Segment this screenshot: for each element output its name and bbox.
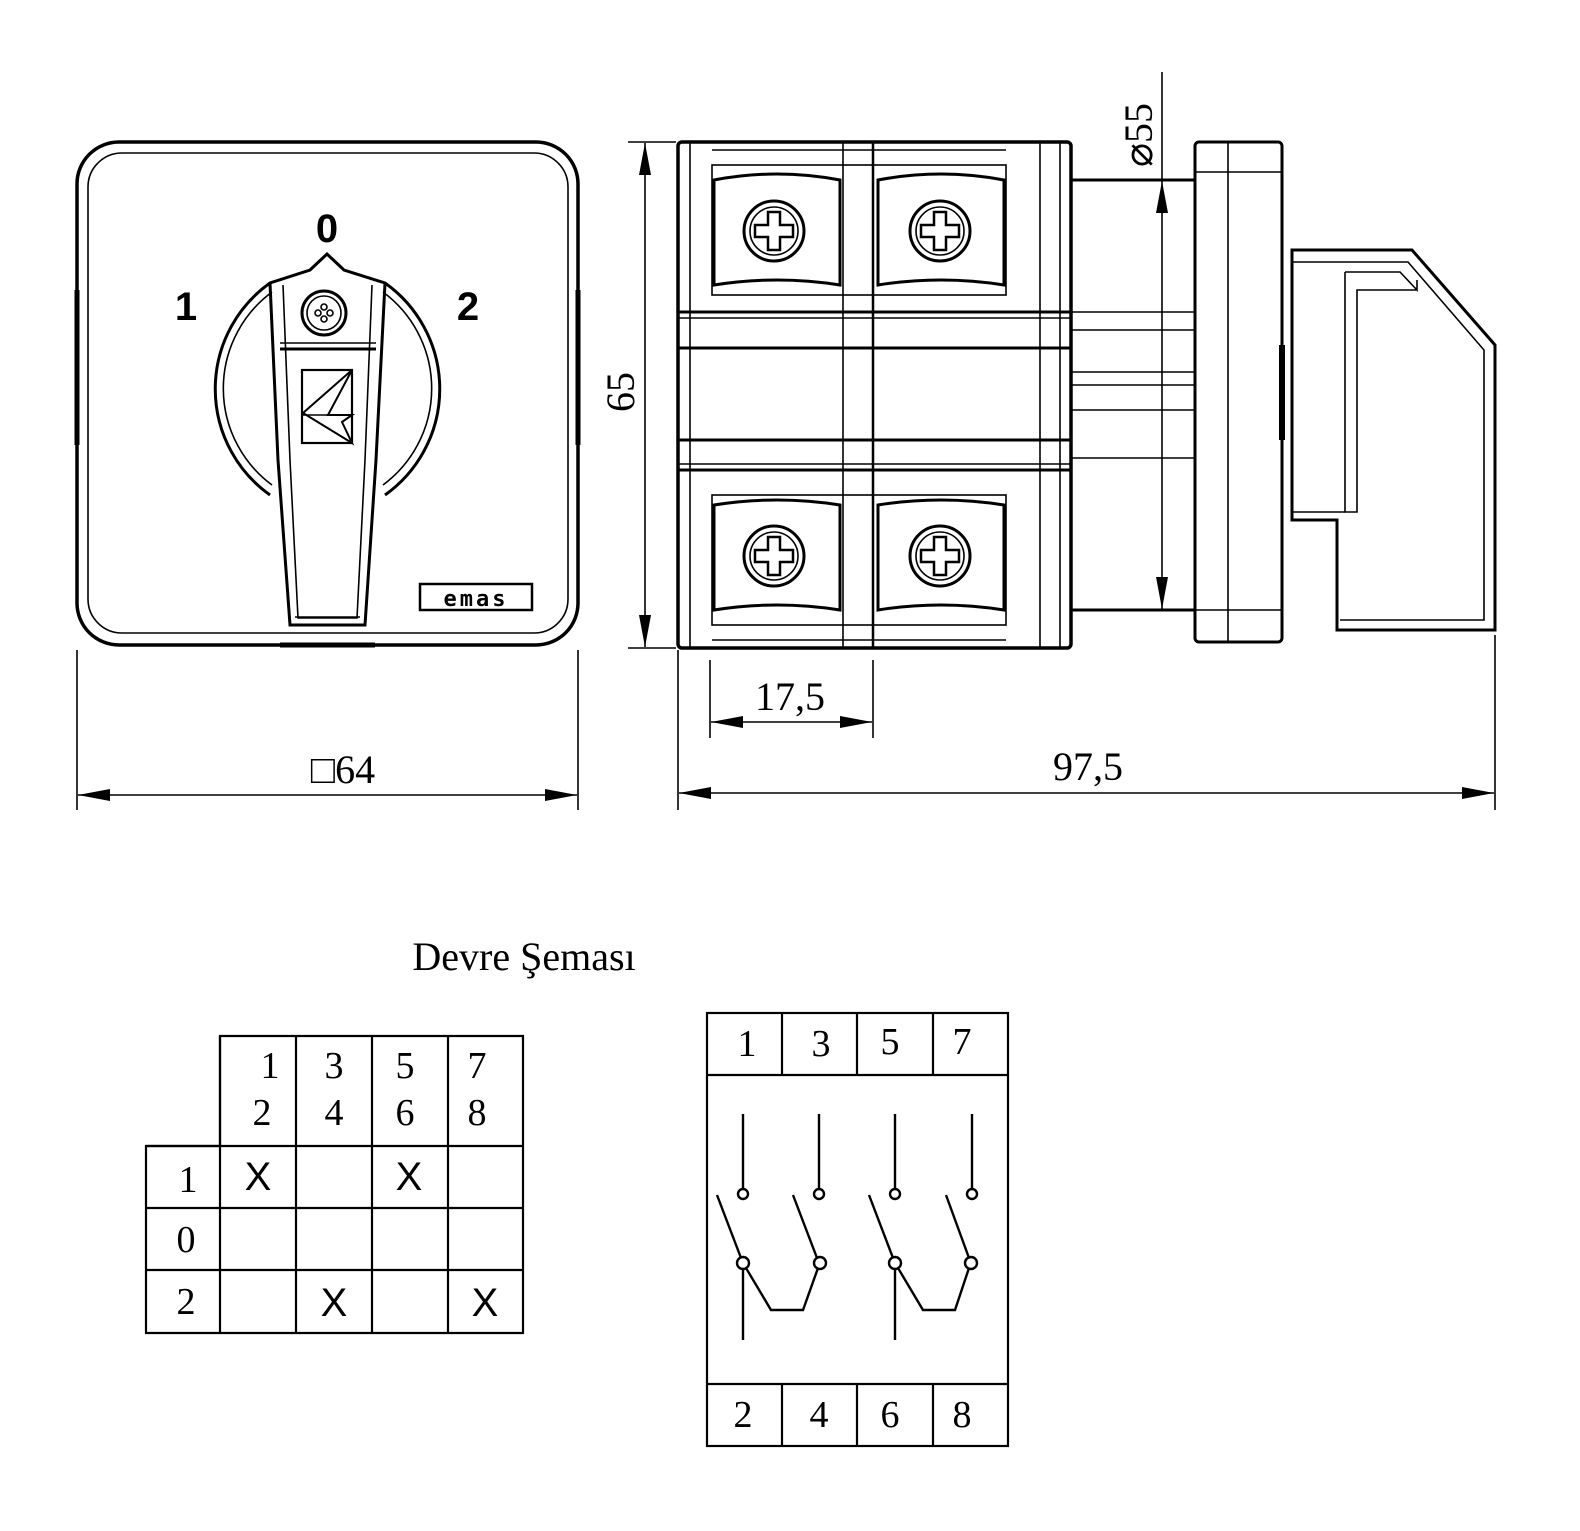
bottom-terminal-label: 8: [953, 1394, 972, 1436]
screw-icon: [742, 524, 806, 588]
rotary-knob: [213, 251, 442, 627]
screw-icon: [300, 289, 348, 337]
depth-dimension-label: 97,5: [1053, 744, 1123, 789]
screw-icon: [908, 199, 972, 263]
circuit-diagram: 1 3 5 7 2 4 6 8: [705, 1011, 1010, 1448]
terminal-2: [712, 498, 842, 612]
contact-pair-5-7: [867, 1114, 979, 1340]
row-position-label: 0: [177, 1219, 196, 1261]
row-position-label: 1: [179, 1159, 198, 1201]
position-label-2: 2: [457, 285, 479, 329]
bottom-terminal-label: 6: [881, 1394, 900, 1436]
table-cell: X: [396, 1155, 423, 1199]
switching-table: 1 2 3 4 5 6 7 8 1 0 2 X X X X: [144, 1034, 525, 1335]
screw-icon: [742, 199, 806, 263]
front-plate: [1193, 140, 1284, 644]
top-terminal-label: 1: [738, 1023, 757, 1065]
table-header-bottom: 6: [396, 1092, 415, 1134]
position-label-0: 0: [316, 207, 338, 251]
brand-logo: emas: [418, 582, 534, 612]
contact-pair-1-3: [715, 1114, 828, 1340]
terminal-4: [876, 498, 1006, 612]
bottom-terminal-label: 4: [810, 1394, 829, 1436]
table-cell: X: [321, 1281, 348, 1325]
top-terminal-label: 5: [881, 1021, 900, 1063]
table-cell: X: [472, 1281, 499, 1325]
side-view: 65 ⌀55 17,5 97,5: [598, 72, 1497, 810]
top-terminal-label: 3: [812, 1023, 831, 1065]
diameter-dimension-label: ⌀55: [1116, 103, 1161, 167]
front-view: 0 1 2 emas: [74, 140, 581, 810]
handle-side-profile: [1290, 248, 1497, 632]
schematic-title: Devre Şeması: [412, 934, 635, 979]
brand-logo-text: emas: [444, 587, 509, 612]
table-header-bottom: 2: [253, 1092, 272, 1134]
height-dimension-label: 65: [598, 372, 643, 412]
emas-logo-icon: [300, 368, 356, 446]
table-header-top: 5: [396, 1045, 415, 1087]
width-dimension-label: □64: [311, 747, 375, 792]
bottom-terminal-label: 2: [734, 1394, 753, 1436]
front-bezel: [87, 152, 569, 634]
table-header-bottom: 4: [325, 1092, 344, 1134]
table-header-bottom: 8: [468, 1092, 487, 1134]
terminal-3: [876, 172, 1006, 287]
contact-symbols: [715, 1114, 979, 1340]
terminal-screws: [712, 172, 1006, 612]
table-header-top: 3: [325, 1045, 344, 1087]
table-header-top: 7: [468, 1045, 487, 1087]
terminal-1: [712, 172, 842, 287]
position-label-1: 1: [175, 285, 197, 329]
module-dimension-label: 17,5: [755, 674, 825, 719]
screw-icon: [908, 524, 972, 588]
contact-block-body: [676, 140, 1073, 650]
table-cell: X: [245, 1155, 272, 1199]
row-position-label: 2: [177, 1281, 196, 1323]
top-terminal-label: 7: [953, 1021, 972, 1063]
table-header-top: 1: [261, 1045, 280, 1087]
